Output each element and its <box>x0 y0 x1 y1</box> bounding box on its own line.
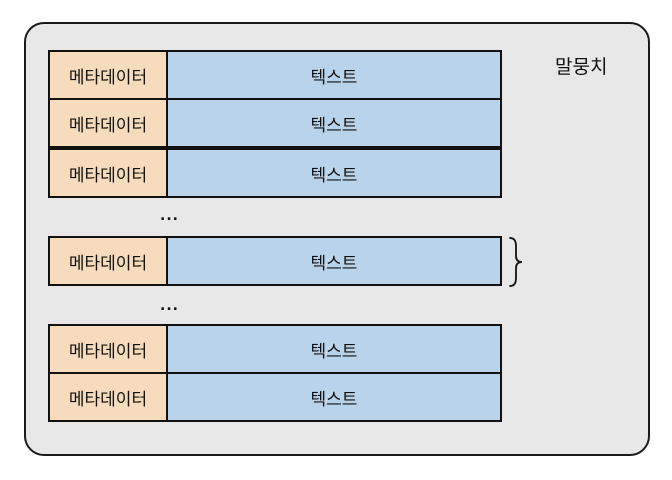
text-cell: 텍스트 <box>168 52 500 98</box>
metadata-cell: 메타데이터 <box>50 150 168 196</box>
text-cell: 텍스트 <box>168 374 500 420</box>
corpus-label: 말뭉치 <box>555 56 608 78</box>
document-row: 메타데이터 텍스트 <box>48 98 502 148</box>
right-curly-brace-icon <box>509 237 523 287</box>
metadata-cell: 메타데이터 <box>50 238 168 284</box>
ellipsis-lower: ... <box>160 298 179 314</box>
ellipsis-upper: ... <box>160 208 179 224</box>
document-row: 메타데이터 텍스트 <box>48 148 502 198</box>
text-cell: 텍스트 <box>168 326 500 372</box>
metadata-cell: 메타데이터 <box>50 52 168 98</box>
highlighted-document-row: 메타데이터 텍스트 <box>48 236 502 286</box>
text-cell: 텍스트 <box>168 238 500 284</box>
document-row: 메타데이터 텍스트 <box>48 50 502 100</box>
document-row: 메타데이터 텍스트 <box>48 324 502 374</box>
metadata-cell: 메타데이터 <box>50 100 168 146</box>
text-cell: 텍스트 <box>168 100 500 146</box>
text-cell: 텍스트 <box>168 150 500 196</box>
metadata-cell: 메타데이터 <box>50 326 168 372</box>
document-row: 메타데이터 텍스트 <box>48 372 502 422</box>
metadata-cell: 메타데이터 <box>50 374 168 420</box>
